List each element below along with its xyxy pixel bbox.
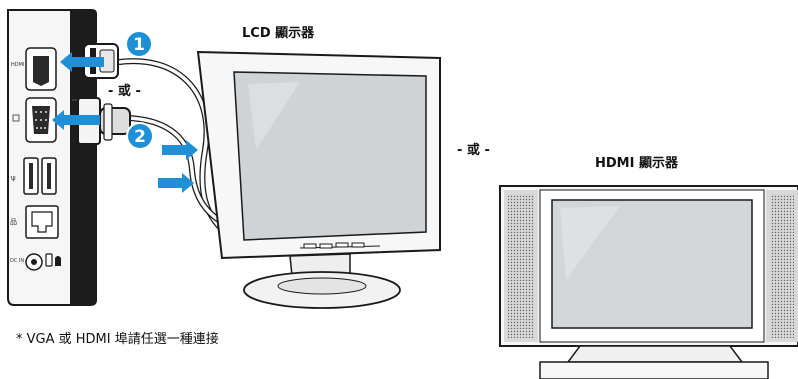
cables [117, 58, 228, 235]
arrow-icon [52, 52, 104, 130]
svg-text:ψ: ψ [11, 174, 16, 182]
pc-device: HDMI ψ 品 D [7, 9, 97, 306]
svg-text:2: 2 [134, 127, 146, 147]
lcd-monitor-label: LCD 顯示器 [242, 26, 315, 41]
usb-ports: ψ [11, 157, 57, 195]
hdmi-monitor-label: HDMI 顯示器 [595, 156, 678, 171]
or-separator-top: - 或 - [108, 84, 141, 99]
svg-text:HDMI: HDMI [11, 62, 24, 68]
lan-port: 品 [10, 205, 59, 239]
badge-two: 2 [126, 122, 154, 150]
badge-one: 1 [125, 30, 153, 58]
svg-text:1: 1 [133, 35, 145, 55]
hdmi-monitor [499, 185, 798, 379]
arrow-icon [158, 140, 198, 193]
hdmi-port: HDMI [11, 47, 57, 91]
power-port: DC IN [10, 253, 61, 271]
lcd-monitor [196, 50, 441, 309]
footnote: * VGA 或 HDMI 埠請任選一種連接 [16, 332, 219, 347]
or-separator-middle: - 或 - [457, 143, 490, 158]
svg-text:品: 品 [10, 218, 17, 226]
svg-text:DC IN: DC IN [10, 258, 24, 264]
